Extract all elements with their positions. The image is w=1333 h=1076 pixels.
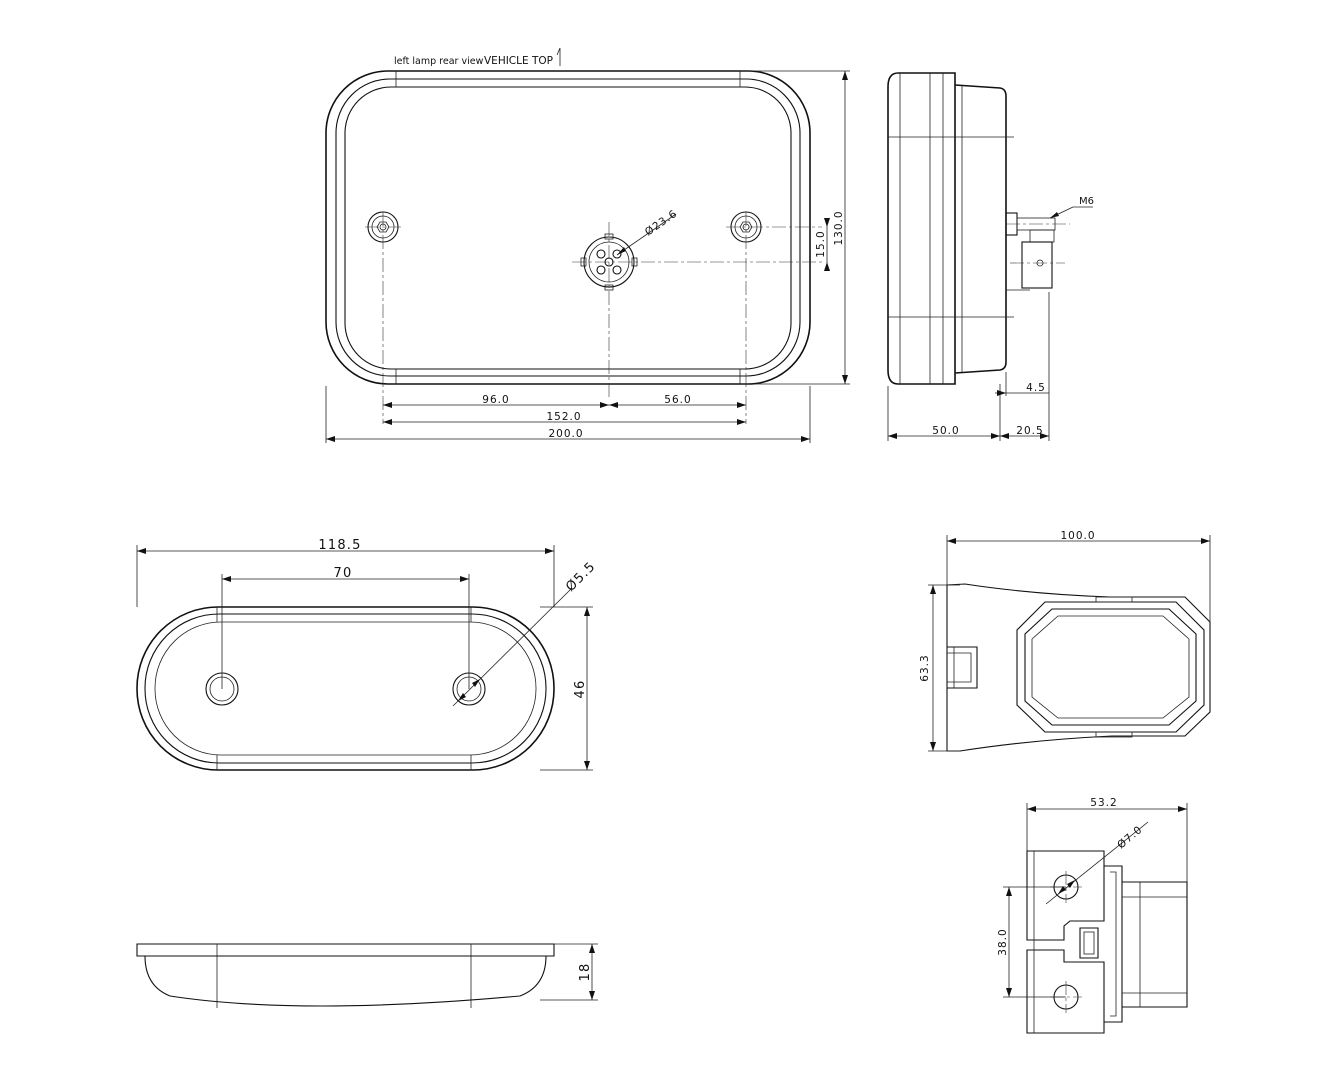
lamp-rear-view: left lamp rear view VEHICLE TOP — [325, 47, 850, 443]
lamp-side-view: M6 4.5 50.0 20.5 — [887, 72, 1094, 441]
bracket-window-inner — [1024, 608, 1197, 726]
dim-18: 18 — [578, 963, 593, 982]
oval-outer — [136, 606, 555, 771]
dim-130: 130.0 — [833, 210, 845, 245]
dim-152: 152.0 — [546, 411, 581, 423]
dim-100: 100.0 — [1060, 530, 1095, 542]
bracket-window-outer — [1016, 601, 1205, 733]
vehicle-top-label: VEHICLE TOP — [484, 55, 553, 67]
dim-bracket-hole-diameter: Ø7.0 — [1115, 823, 1145, 851]
vehicle-top-arrow — [556, 47, 561, 66]
lamp-housing-mid — [335, 78, 801, 377]
side-housing-front — [887, 72, 956, 385]
thread-label: M6 — [1079, 196, 1094, 207]
dim-15: 15.0 — [815, 230, 827, 257]
dim-53-2: 53.2 — [1090, 797, 1117, 809]
dim-20-5: 20.5 — [1016, 425, 1043, 437]
dim-118-5: 118.5 — [318, 538, 361, 553]
dim-200: 200.0 — [548, 428, 583, 440]
dim-hole-diameter: Ø5.5 — [563, 559, 599, 595]
oval-mid — [144, 613, 547, 764]
bracket-outline — [946, 583, 1211, 752]
dim-56: 56.0 — [664, 394, 691, 406]
bracket-clip-side — [1104, 865, 1123, 1023]
oval-side-view: 18 — [136, 943, 598, 1008]
bracket-plate-bottom — [1026, 949, 1105, 1034]
bracket-front-view: 100.0 63.3 — [919, 530, 1211, 752]
bracket-clip — [947, 646, 978, 689]
side-housing-body — [954, 84, 1007, 374]
dim-46: 46 — [573, 680, 588, 699]
lamp-lens — [344, 86, 792, 370]
caption-text: left lamp rear view — [394, 56, 484, 67]
dim-38: 38.0 — [997, 928, 1009, 955]
oval-inner — [154, 621, 537, 756]
dim-70: 70 — [334, 566, 353, 581]
dim-96: 96.0 — [482, 394, 509, 406]
oval-side-body — [144, 955, 547, 1007]
bracket-plate-top — [1026, 850, 1105, 941]
dim-50: 50.0 — [932, 425, 959, 437]
oval-top-view: 118.5 70 Ø5.5 46 — [136, 538, 599, 771]
dim-63-3: 63.3 — [919, 654, 931, 681]
bracket-body-side — [1122, 881, 1188, 1008]
lamp-housing-outer — [325, 70, 811, 385]
dim-4-5: 4.5 — [1026, 382, 1046, 394]
dim-connector-diameter: Ø23.6 — [643, 208, 680, 239]
bracket-side-view: 53.2 Ø7.0 38.0 — [997, 797, 1188, 1034]
oval-side-top — [136, 943, 555, 957]
